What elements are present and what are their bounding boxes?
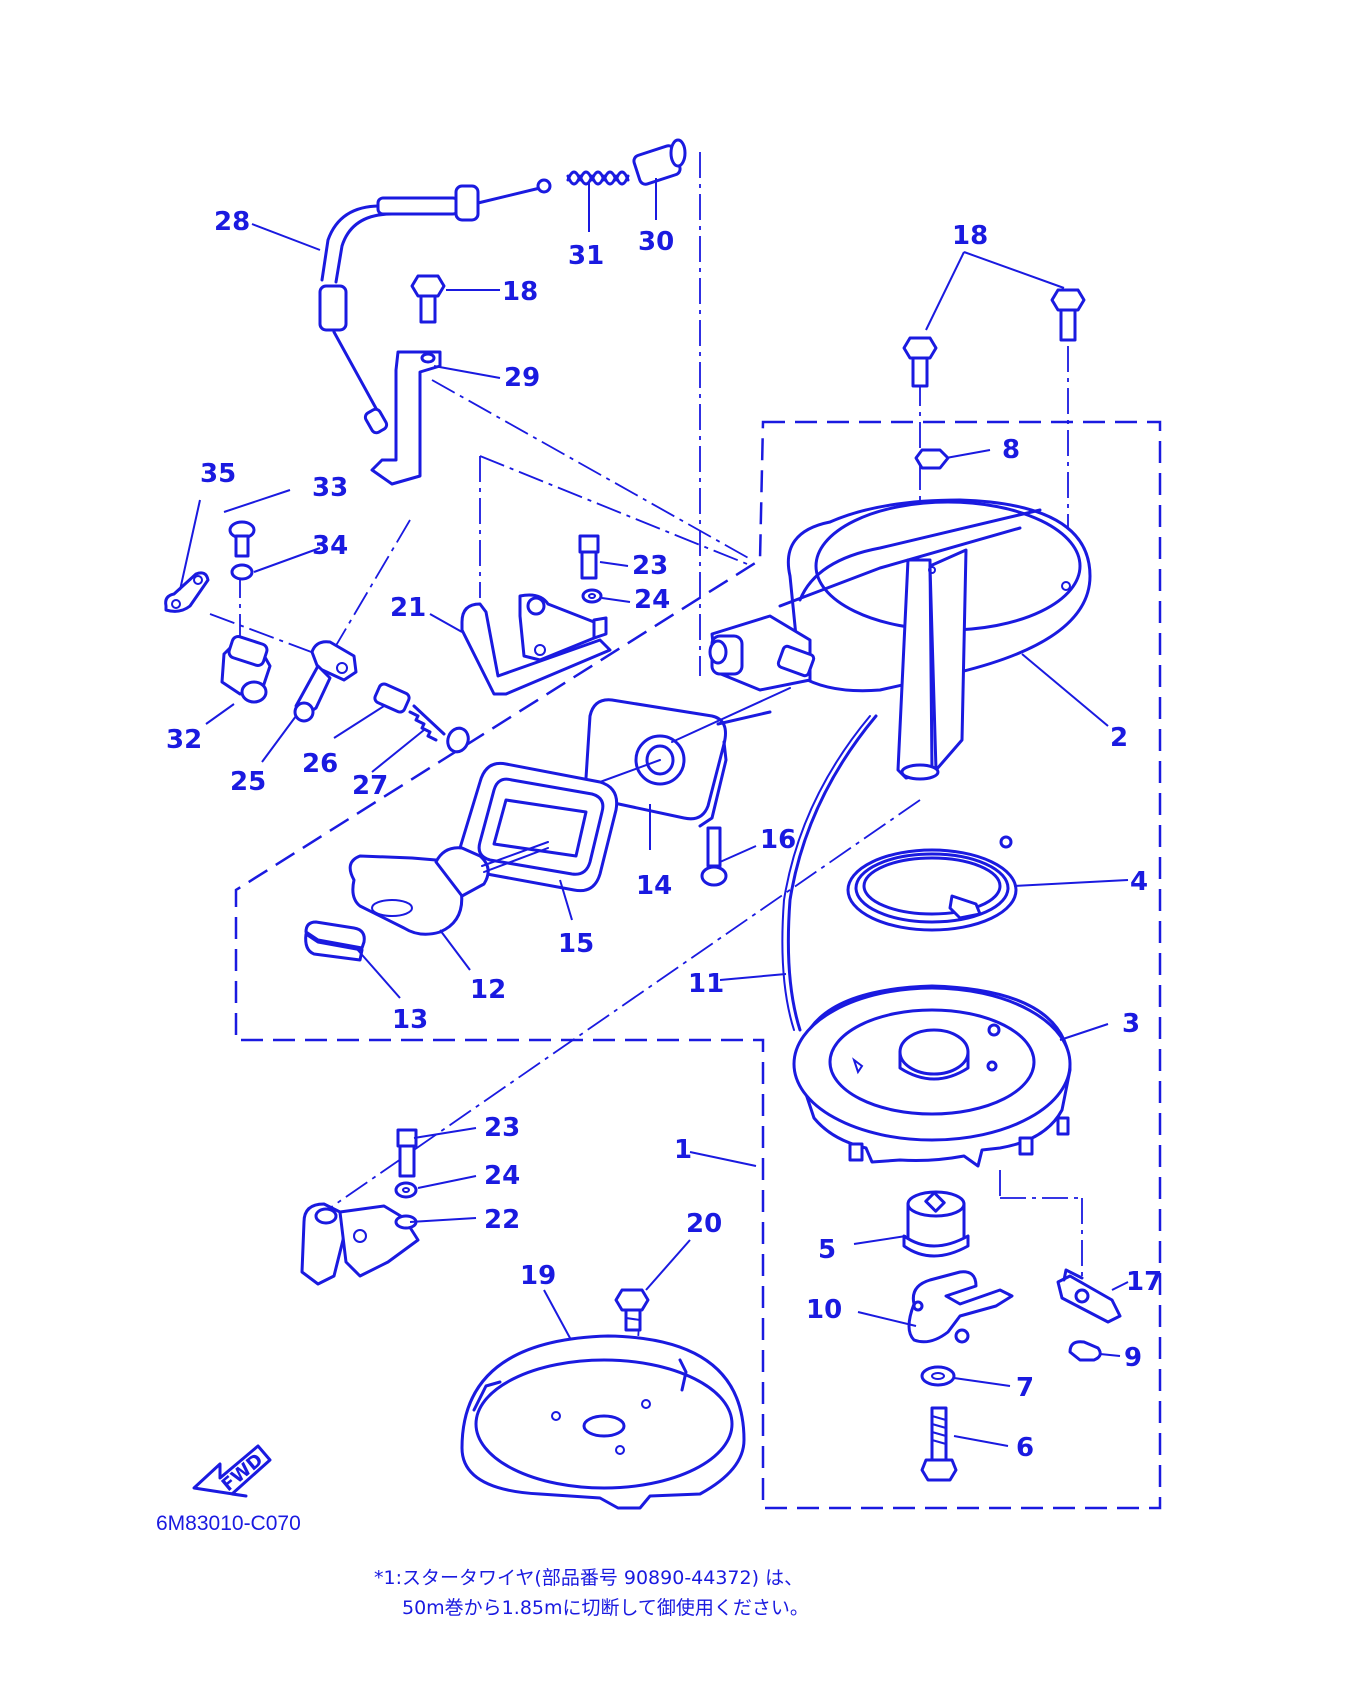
callout-23-lower: 23 [484,1113,520,1143]
callout-7: 7 [1016,1373,1034,1403]
callout-8: 8 [1002,435,1020,465]
callout-27: 27 [352,771,388,801]
callout-34: 34 [312,531,348,561]
part-18-bolts-right [902,288,1086,388]
part-24-washer-lower [394,1181,418,1199]
part-3-pulley [792,984,1072,1168]
part-25-lever [293,640,358,723]
callout-24-top: 24 [634,585,670,615]
part-35-link [164,571,210,613]
part-34-washer [230,563,254,581]
callout-30: 30 [638,227,674,257]
callout-28: 28 [214,207,250,237]
part-26-collar [373,682,411,714]
part-18-bolt-left [410,274,446,324]
part-9-clip [1068,1340,1102,1362]
part-20-bolt [614,1288,650,1332]
part-10-pawl [907,1270,1014,1344]
callout-32: 32 [166,725,202,755]
part-6-bolt [920,1406,958,1482]
callout-17: 17 [1126,1267,1162,1297]
part-13-insert [304,920,366,962]
assembly-boundary [234,420,1162,1510]
fwd-arrow-icon: FWD [192,1444,272,1498]
part-32-block [220,635,272,704]
part-5-bushing [902,1190,970,1258]
callout-18-left: 18 [502,277,538,307]
part-33-screw [228,520,256,558]
callout-5: 5 [818,1235,836,1265]
callout-13: 13 [392,1005,428,1035]
callout-10: 10 [806,1295,842,1325]
leader-lines [179,178,1129,1447]
callout-15: 15 [558,929,594,959]
callout-22: 22 [484,1205,520,1235]
part-8-nut [914,448,950,470]
callout-21: 21 [390,593,426,623]
part-19-base-plate [460,1334,746,1510]
callout-14: 14 [636,871,672,901]
callout-18-right: 18 [952,221,988,251]
callout-19: 19 [520,1261,556,1291]
callout-26: 26 [302,749,338,779]
footnote-line-1: *1:スタータワイヤ(部品番号 90890-44372) は、 [374,1567,803,1589]
callout-25: 25 [230,767,266,797]
callout-31: 31 [568,241,604,271]
footnote-line-2: 50m巻から1.85mに切断して御使用ください。 [402,1597,809,1619]
part-23-bolt-top [578,534,600,580]
part-12-handle [348,841,549,936]
part-30-sleeve [632,138,687,186]
part-23-bolt-lower [396,1128,418,1178]
callout-16: 16 [760,825,796,855]
callout-6: 6 [1016,1433,1034,1463]
part-17-spring [1056,1268,1122,1324]
callout-29: 29 [504,363,540,393]
part-11-rope [781,714,878,1032]
part-27-bolt [408,704,470,754]
callout-35: 35 [200,459,236,489]
part-7-washer [920,1365,956,1387]
callout-11: 11 [688,969,724,999]
part-21-guide [460,593,612,696]
callout-33: 33 [312,473,348,503]
part-14-grommet-housing [583,687,791,828]
part-2-housing [708,498,1092,781]
callout-3: 3 [1122,1009,1140,1039]
part-24-washer-top [581,588,603,604]
part-31-spring [566,170,630,186]
part-28-cable [318,178,552,435]
part-16-screw [700,826,728,887]
callout-2: 2 [1110,723,1128,753]
callout-9: 9 [1124,1343,1142,1373]
callout-labels: 28 31 30 18 29 18 8 35 33 34 23 24 21 32… [166,207,1162,1463]
callout-24-lower: 24 [484,1161,520,1191]
part-29-bracket [370,350,442,486]
callout-23-top: 23 [632,551,668,581]
part-22-guide [300,1202,420,1286]
callout-4: 4 [1130,867,1148,897]
part-4-spring [846,835,1018,932]
diagram-code: 6M83010-C070 [156,1512,301,1535]
callout-20: 20 [686,1209,722,1239]
callout-12: 12 [470,975,506,1005]
callout-1: 1 [674,1135,692,1165]
